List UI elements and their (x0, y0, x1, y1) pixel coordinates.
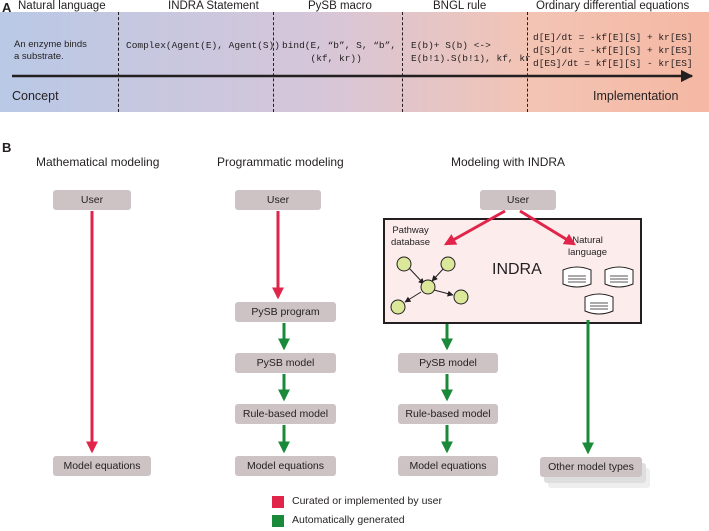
model-equations-box-math: Model equations (53, 456, 151, 476)
model-equations-box-indra: Model equations (398, 456, 498, 476)
pysb-program-box: PySB program (235, 302, 336, 322)
stage-divider (402, 12, 403, 112)
stage-ode: Ordinary differential equations (536, 0, 690, 12)
user-box-indra: User (480, 190, 556, 210)
rule-based-model-box-programmatic: Rule-based model (235, 404, 336, 424)
legend-swatch-curated (272, 496, 284, 508)
legend-swatch-auto (272, 515, 284, 527)
pysb-model-box-programmatic: PySB model (235, 353, 336, 373)
programmatic-modeling-heading: Programmatic modeling (217, 155, 344, 169)
bngl-rule-example: E(b)+ S(b) <-> E(b!1).S(b!1), kf, kr (411, 40, 531, 64)
stage-divider (527, 12, 528, 112)
user-box-math: User (53, 190, 131, 210)
natural-language-example: An enzyme binds a substrate. (14, 39, 87, 62)
pysb-model-box-indra: PySB model (398, 353, 498, 373)
rule-based-model-box-indra: Rule-based model (398, 404, 498, 424)
document-icon (604, 266, 634, 288)
ode-example: d[E]/dt = -kf[E][S] + kr[ES] d[S]/dt = -… (533, 32, 693, 69)
pathway-network-icon (390, 256, 469, 315)
pysb-macro-example: bind(E, “b”, S, “b”, (kf, kr)) (282, 40, 397, 64)
user-curated-arrow (519, 209, 577, 246)
panel-b-label: B (2, 140, 12, 155)
indra-statement-example: Complex(Agent(E), Agent(S)) (126, 40, 280, 51)
natural-language-label: Natural language (568, 235, 608, 258)
stage-bngl-rule: BNGL rule (433, 0, 487, 12)
other-model-types-box: Other model types (540, 457, 642, 477)
user-curated-arrow (443, 209, 506, 246)
legend-label-auto: Automatically generated (292, 514, 405, 526)
mathematical-modeling-heading: Mathematical modeling (36, 155, 160, 169)
document-icon (562, 266, 592, 288)
stage-natural-language: Natural language (18, 0, 106, 12)
document-icon (584, 293, 614, 315)
legend-label-curated: Curated or implemented by user (292, 495, 442, 507)
panel-a-label: A (2, 0, 12, 15)
stage-divider (118, 12, 119, 112)
model-equations-box-programmatic: Model equations (235, 456, 336, 476)
stage-divider (273, 12, 274, 112)
stage-indra-statement: INDRA Statement (168, 0, 259, 12)
implementation-label: Implementation (593, 89, 679, 103)
concept-label: Concept (12, 89, 59, 103)
stage-pysb-macro: PySB macro (308, 0, 372, 12)
user-box-programmatic: User (235, 190, 321, 210)
indra-modeling-heading: Modeling with INDRA (451, 155, 566, 169)
indra-label: INDRA (492, 261, 542, 278)
pathway-database-label: Pathway database (391, 225, 431, 248)
